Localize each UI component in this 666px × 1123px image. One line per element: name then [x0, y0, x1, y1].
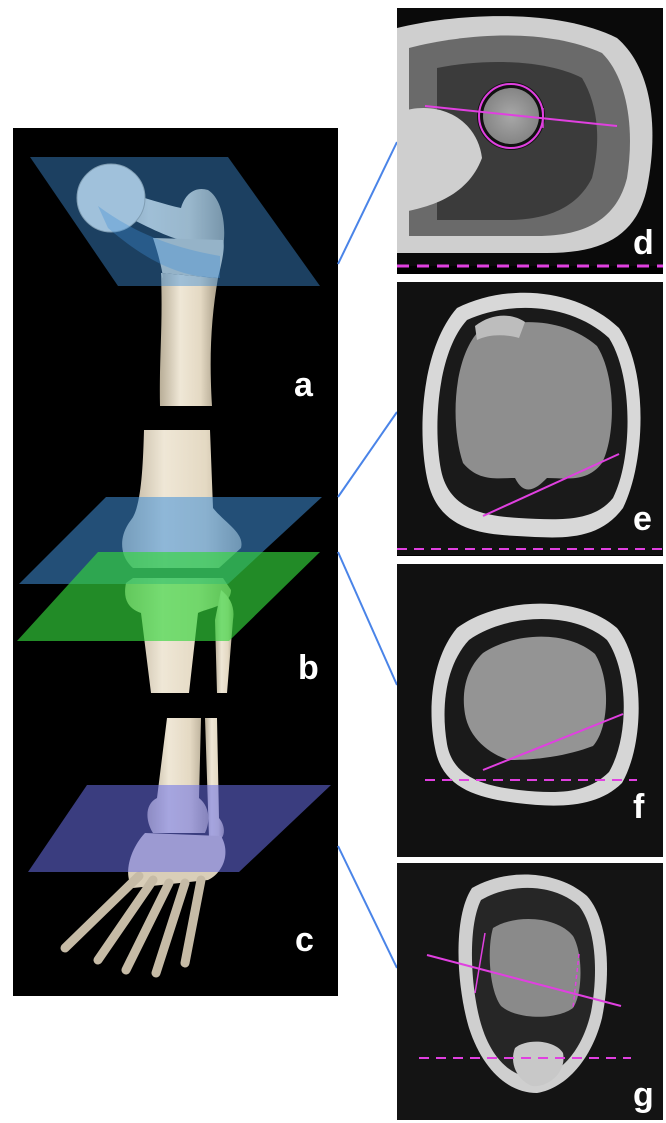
panel-label-b: b	[298, 651, 319, 685]
connector-a-d	[338, 142, 397, 264]
panel-label-e: e	[633, 502, 652, 536]
panel-label-g: g	[633, 1078, 654, 1112]
panel-label-f: f	[633, 790, 644, 824]
panel-label-d: d	[633, 226, 654, 260]
panel-label-a: a	[294, 368, 313, 402]
plane-ankle	[28, 785, 331, 872]
anatomy-illustration	[13, 128, 338, 996]
mri-ankle	[397, 863, 663, 1120]
connector-b-f	[338, 552, 397, 685]
connector-b-e	[338, 412, 397, 497]
mri-knee-femur	[397, 282, 663, 555]
mri-images	[397, 8, 663, 1120]
panel-label-c: c	[295, 923, 314, 957]
anatomy-strip: a b c	[13, 128, 338, 996]
metatarsals	[65, 876, 201, 973]
connector-c-g	[338, 846, 397, 968]
mri-tibia	[397, 564, 663, 857]
mri-hip	[397, 8, 663, 266]
mri-strip: d e f g	[397, 8, 663, 1120]
